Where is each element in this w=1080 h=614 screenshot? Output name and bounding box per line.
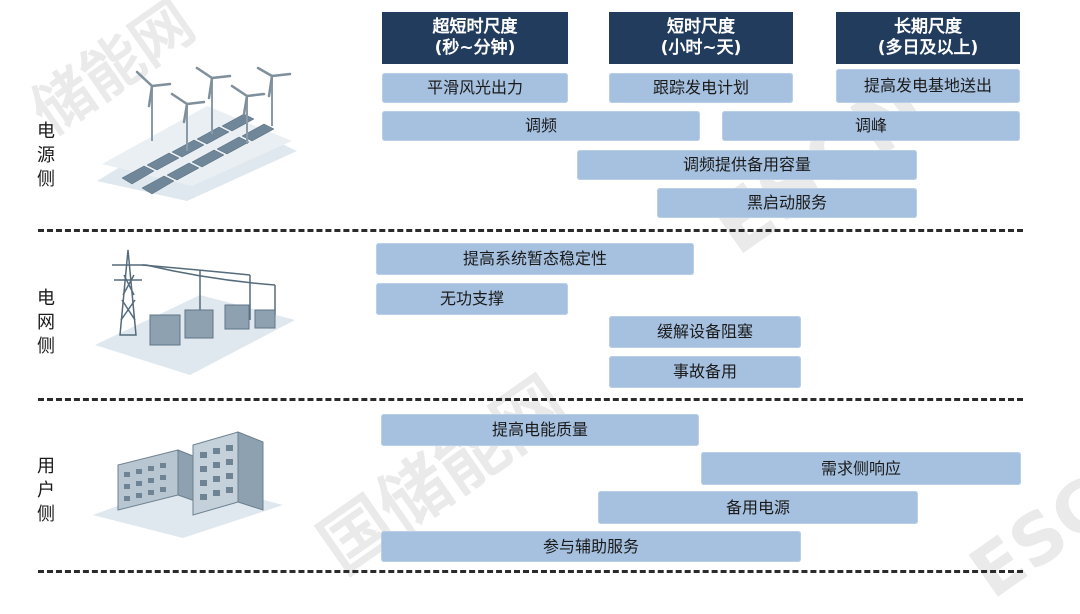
header-short-range: (小时~天) (660, 38, 742, 58)
bar-transient-stability: 提高系统暂态稳定性 (376, 243, 694, 275)
header-ultra-short-range: (秒~分钟) (434, 38, 516, 58)
section-label-grid-char-3: 侧 (37, 336, 55, 357)
bar-demand-response: 需求侧响应 (701, 452, 1021, 485)
header-long-range: (多日及以上) (877, 38, 979, 58)
bar-emergency-reserve: 事故备用 (609, 356, 801, 388)
section-label-source-char-1: 电 (37, 121, 55, 142)
section-label-source-char-2: 源 (37, 145, 55, 166)
bar-congestion-relief: 缓解设备阻塞 (609, 316, 801, 348)
bar-peak-shaving: 调峰 (722, 111, 1020, 141)
header-ultra-short-title: 超短时尺度 (432, 17, 518, 37)
buildings-illustration (93, 431, 283, 538)
bar-reserve-capacity: 调频提供备用容量 (577, 150, 917, 180)
bar-smooth-output: 平滑风光出力 (382, 73, 568, 103)
bar-frequency-regulation: 调频 (382, 111, 700, 141)
section-label-source-char-3: 侧 (37, 169, 55, 190)
section-label-grid: 电 网 侧 (34, 287, 58, 359)
bar-track-plan: 跟踪发电计划 (609, 73, 793, 103)
header-ultra-short: 超短时尺度 (秒~分钟) (382, 12, 568, 64)
bar-backup-power: 备用电源 (598, 491, 918, 524)
header-long-title: 长期尺度 (894, 17, 962, 37)
bar-black-start: 黑启动服务 (657, 188, 917, 218)
section-label-grid-char-1: 电 (37, 288, 55, 309)
bar-ancillary-services: 参与辅助服务 (381, 531, 801, 562)
section-label-user: 用 户 侧 (34, 455, 58, 527)
section-label-grid-char-2: 网 (37, 312, 55, 333)
wind-solar-illustration (97, 66, 297, 201)
divider-bottom (38, 570, 1023, 573)
bar-reactive-support: 无功支撑 (376, 283, 568, 315)
header-long: 长期尺度 (多日及以上) (836, 12, 1020, 64)
divider-grid-user (38, 398, 1023, 401)
bar-base-delivery: 提高发电基地送出 (836, 69, 1020, 103)
header-short: 短时尺度 (小时~天) (609, 12, 793, 64)
bar-power-quality: 提高电能质量 (381, 414, 699, 446)
section-label-user-char-1: 用 (37, 456, 55, 477)
section-label-source: 电 源 侧 (34, 120, 58, 192)
divider-source-grid (38, 229, 1023, 232)
substation-illustration (95, 249, 295, 375)
header-short-title: 短时尺度 (667, 17, 735, 37)
section-label-user-char-2: 户 (37, 480, 55, 501)
section-label-user-char-3: 侧 (37, 504, 55, 525)
